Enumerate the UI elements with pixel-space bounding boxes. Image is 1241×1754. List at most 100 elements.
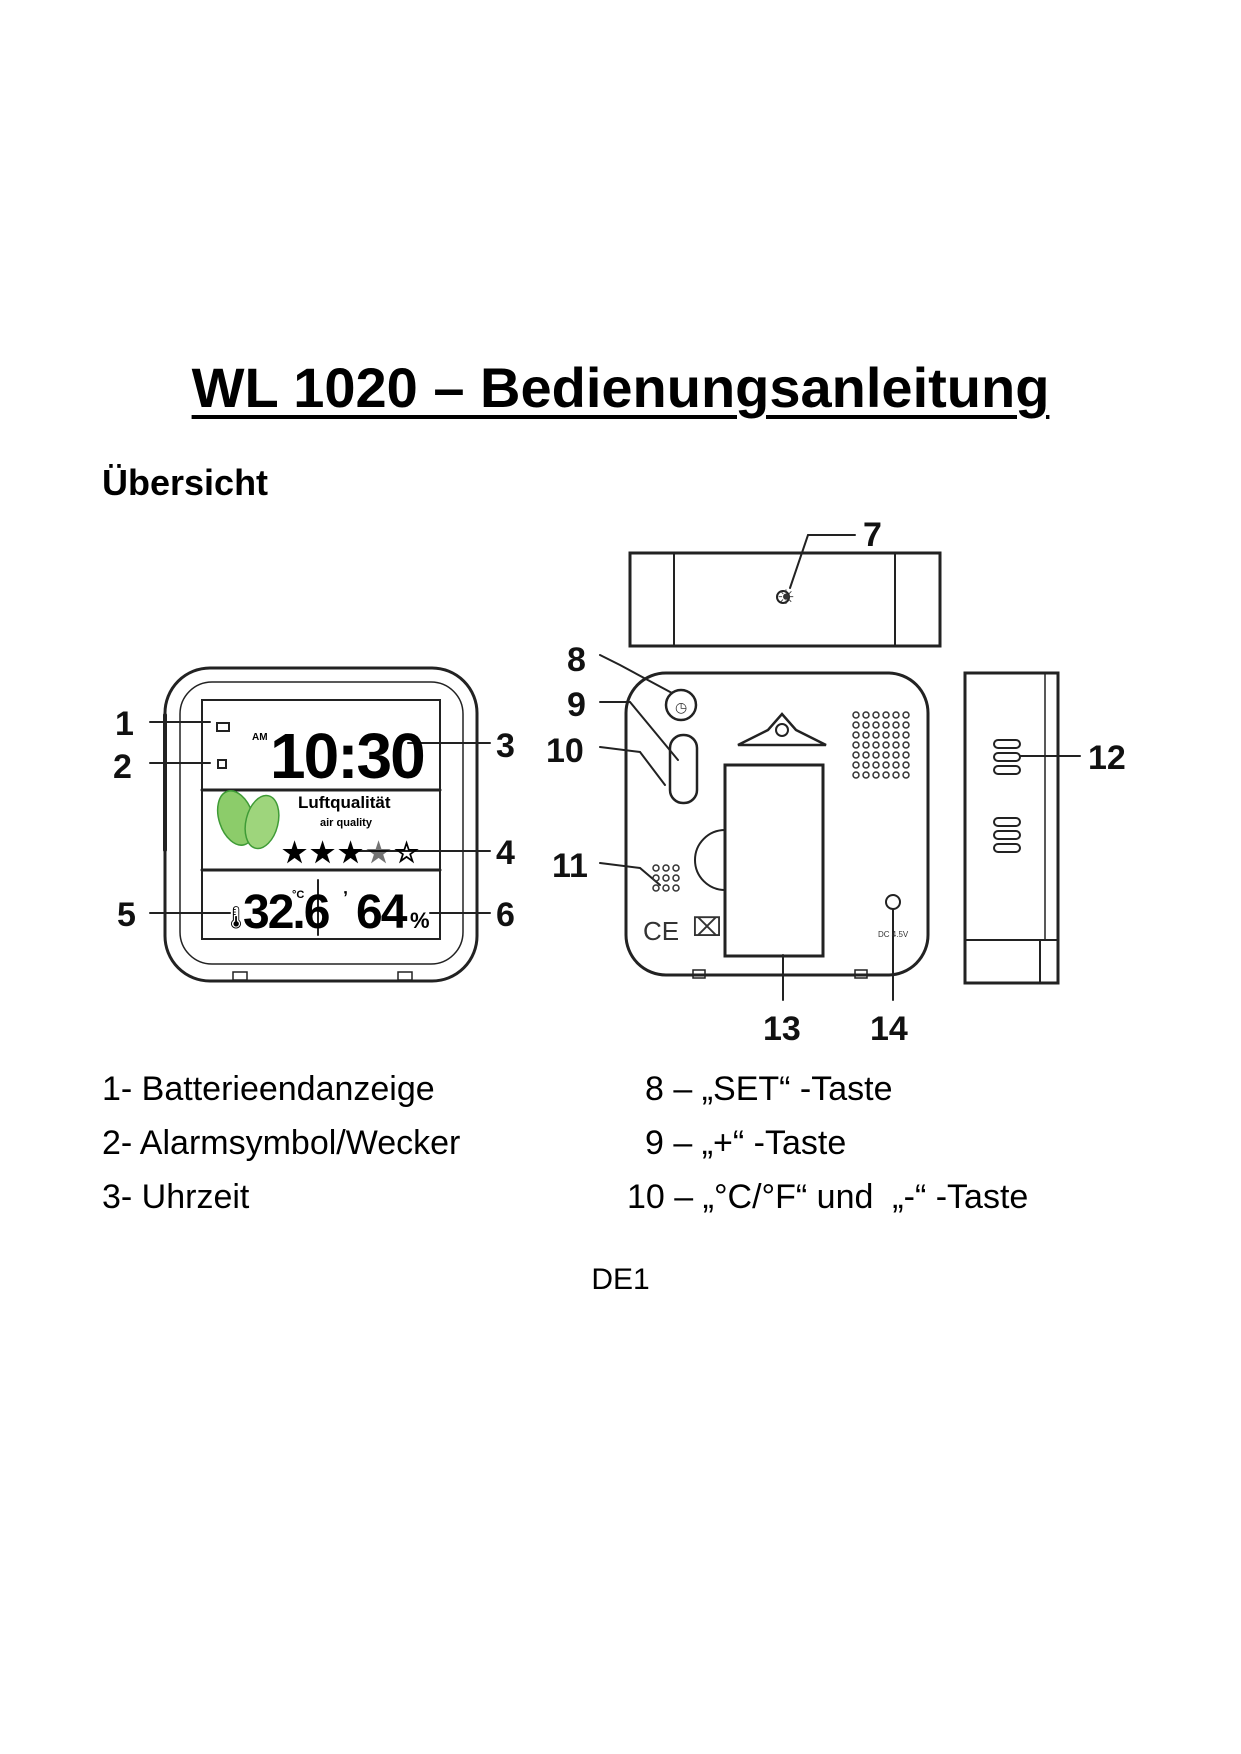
grille-hole: [882, 761, 890, 769]
grille-hole: [852, 751, 860, 759]
grille-hole: [872, 721, 880, 729]
legend-item-1: 1- Batterieendanzeige: [102, 1070, 435, 1108]
lcd-display: AM 10:30 Luftqualität air quality ★★★★☆ …: [216, 720, 430, 939]
grille-hole: [862, 731, 870, 739]
grille-hole: [852, 711, 860, 719]
callout-6: 6: [496, 896, 515, 934]
side-view: [963, 671, 1060, 985]
speaker-grille: [852, 711, 910, 779]
back-view: [624, 671, 930, 979]
legend-item-3: 3- Uhrzeit: [102, 1178, 250, 1216]
grille-hole: [892, 771, 900, 779]
grille-hole: [892, 721, 900, 729]
grille-hole: [652, 874, 660, 882]
humidity-icon: ʼ: [343, 888, 348, 908]
grille-hole: [862, 771, 870, 779]
grille-hole: [862, 751, 870, 759]
callout-5: 5: [117, 896, 136, 934]
grille-hole: [672, 884, 680, 892]
callout-3: 3: [496, 727, 515, 765]
grille-hole: [862, 721, 870, 729]
grille-hole: [892, 731, 900, 739]
legend-item-9: 9 – „+“ -Taste: [645, 1124, 847, 1162]
leaf-icon: [216, 790, 280, 850]
front-view: [163, 666, 479, 983]
air-quality-rating: ★★★★☆: [282, 837, 419, 868]
grille-hole: [662, 864, 670, 872]
grille-hole: [652, 884, 660, 892]
callout-14: 14: [870, 1010, 908, 1048]
grille-hole: [872, 751, 880, 759]
grille-hole: [892, 751, 900, 759]
grille-hole: [892, 761, 900, 769]
grille-hole: [902, 741, 910, 749]
top-view: [628, 551, 942, 648]
device-diagram: AM 10:30 Luftqualität air quality ★★★★☆ …: [113, 516, 1126, 1048]
grille-hole: [852, 771, 860, 779]
callout-1: 1: [115, 705, 134, 743]
grille-hole: [672, 864, 680, 872]
legend-item-10: 10 – „°C/°F“ und „-“ -Taste: [627, 1178, 1029, 1216]
grille-hole: [862, 741, 870, 749]
rating-star: ☆: [394, 837, 419, 868]
grille-hole: [662, 884, 670, 892]
grille-hole: [852, 761, 860, 769]
grille-hole: [862, 761, 870, 769]
callout-12: 12: [1088, 739, 1126, 777]
speaker-grille-small: [652, 864, 680, 892]
grille-hole: [902, 711, 910, 719]
grille-hole: [892, 711, 900, 719]
grille-hole: [862, 711, 870, 719]
time-readout: 10:30: [270, 720, 424, 792]
callout-numbers: 1 2 3 4 5 6 7 8 9 10 11 12 13 14: [113, 516, 1126, 1048]
grille-hole: [872, 761, 880, 769]
air-quality-sublabel: air quality: [320, 817, 373, 829]
grille-hole: [882, 741, 890, 749]
grille-hole: [852, 721, 860, 729]
callout-7: 7: [863, 516, 882, 554]
callout-4: 4: [496, 834, 515, 872]
grille-hole: [902, 731, 910, 739]
page-label: DE1: [591, 1263, 650, 1296]
dc-input-label: DC 4.5V: [878, 930, 909, 939]
weee-bin-icon: ⌧: [692, 912, 722, 942]
rating-star: ★: [338, 837, 363, 868]
callout-10: 10: [546, 732, 584, 770]
humidity-unit: %: [410, 908, 430, 933]
callout-9: 9: [567, 686, 586, 724]
grille-hole: [882, 731, 890, 739]
time-prefix: AM: [252, 732, 268, 743]
grille-hole: [662, 874, 670, 882]
grille-hole: [902, 721, 910, 729]
grille-hole: [872, 731, 880, 739]
air-quality-label: Luftqualität: [298, 793, 391, 812]
section-heading: Übersicht: [102, 462, 269, 503]
grille-hole: [902, 771, 910, 779]
legend-item-8: 8 – „SET“ -Taste: [645, 1070, 893, 1108]
grille-hole: [902, 761, 910, 769]
light-sensor-icon: ☀: [777, 587, 795, 609]
grille-hole: [852, 741, 860, 749]
grille-hole: [852, 731, 860, 739]
callout-2: 2: [113, 748, 132, 786]
grille-hole: [872, 771, 880, 779]
legend-item-2: 2- Alarmsymbol/Wecker: [102, 1124, 461, 1162]
humidity-readout: 64: [356, 886, 408, 939]
grille-hole: [882, 721, 890, 729]
temperature-unit: °C: [292, 889, 304, 901]
temperature-readout: 32.6: [243, 886, 329, 939]
grille-hole: [892, 741, 900, 749]
grille-hole: [902, 751, 910, 759]
rating-star: ★: [282, 837, 307, 868]
rating-star: ★: [310, 837, 335, 868]
rating-star: ★: [366, 837, 391, 868]
grille-hole: [872, 711, 880, 719]
callout-11: 11: [552, 847, 588, 885]
grille-hole: [652, 864, 660, 872]
grille-hole: [882, 751, 890, 759]
callout-13: 13: [763, 1010, 801, 1048]
grille-hole: [882, 711, 890, 719]
callout-8: 8: [567, 641, 586, 679]
thermometer-icon: 🌡: [222, 905, 250, 930]
ce-mark: CE: [643, 916, 679, 946]
